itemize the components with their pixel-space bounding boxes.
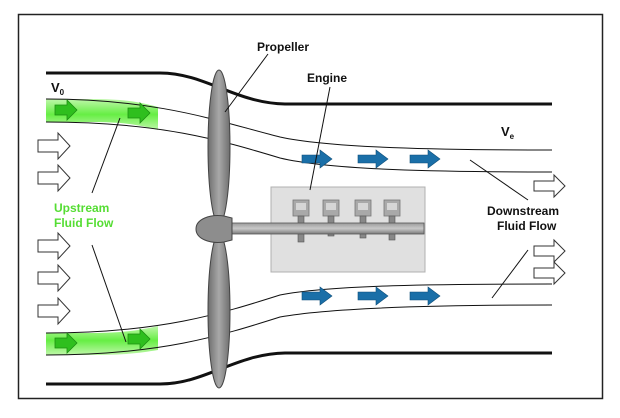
- propeller-blade-top: [207, 69, 231, 225]
- blue-arrow-icon: [357, 286, 389, 306]
- downstream-label-line1: Downstream: [487, 204, 559, 218]
- upstream-leader-bottom: [91, 244, 127, 343]
- propeller-blade-bottom: [207, 233, 231, 389]
- upstream-leader-top: [91, 117, 121, 194]
- green-arrow-icon: [54, 332, 78, 354]
- green-arrow-icon: [127, 328, 151, 350]
- blue-arrow-icon: [301, 149, 333, 169]
- engine-leader: [309, 86, 331, 191]
- v0-subscript: 0: [60, 88, 65, 97]
- v0-label: V0: [51, 80, 65, 97]
- block-arrow-icon: [37, 163, 71, 193]
- v0-main: V: [51, 80, 60, 95]
- blue-flow-arrows: [301, 149, 441, 306]
- downstream-leader-top: [469, 159, 529, 201]
- drive-shaft: [221, 222, 425, 235]
- leader-lines: [91, 53, 529, 343]
- block-arrow-icon: [533, 238, 566, 264]
- block-arrow-icon: [533, 173, 566, 199]
- ve-label: Ve: [501, 124, 515, 141]
- streamtube-lines: [45, 98, 553, 356]
- upstream-label-line2: Fluid Flow: [54, 216, 114, 230]
- downstream-leader-bottom: [491, 249, 529, 299]
- downstream-label-line2: Fluid Flow: [497, 219, 557, 233]
- block-arrow-icon: [37, 296, 71, 326]
- block-arrow-icon: [37, 131, 71, 161]
- block-arrow-icon: [37, 263, 71, 293]
- block-arrow-icon: [37, 231, 71, 261]
- streamline-bottom-inner: [45, 283, 553, 334]
- propeller-icon: [195, 69, 233, 389]
- ve-main: V: [501, 124, 510, 139]
- blue-arrow-icon: [301, 286, 333, 306]
- downstream-white-arrows: [533, 173, 566, 286]
- upstream-band-bottom: [46, 326, 158, 355]
- green-flow-arrows: [54, 99, 151, 354]
- upstream-white-arrows: [37, 131, 71, 326]
- propeller-leader: [224, 53, 269, 113]
- streamline-top-inner: [45, 121, 553, 173]
- green-arrow-icon: [127, 102, 151, 124]
- green-arrow-icon: [54, 99, 78, 121]
- ve-subscript: e: [510, 132, 515, 141]
- block-arrow-icon: [533, 260, 566, 286]
- engine-label: Engine: [307, 71, 347, 85]
- propeller-label: Propeller: [257, 40, 309, 54]
- streamline-bottom-outer: [45, 304, 553, 356]
- propeller-spinner: [195, 215, 233, 243]
- blue-arrow-icon: [409, 286, 441, 306]
- upstream-label-line1: Upstream: [54, 201, 109, 215]
- blue-arrow-icon: [357, 149, 389, 169]
- blue-arrow-icon: [409, 149, 441, 169]
